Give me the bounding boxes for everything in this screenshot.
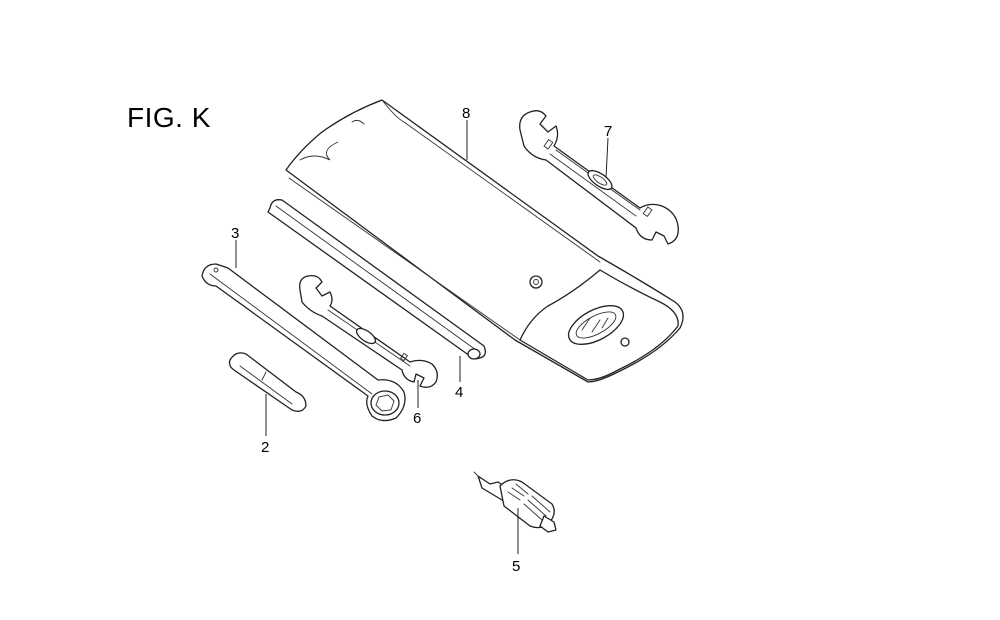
label-part-3: 3	[231, 225, 239, 242]
figure-title: FIG. K	[127, 102, 211, 133]
part-labels: 8 7 3 4 6 2 5	[231, 105, 612, 575]
tommy-bar	[267, 199, 486, 360]
screwdriver	[228, 352, 307, 412]
label-part-7: 7	[604, 123, 612, 140]
leader-lines	[235, 120, 609, 554]
tool-pouch	[285, 99, 684, 383]
label-part-6: 6	[413, 410, 421, 427]
spark-plug	[473, 471, 557, 533]
label-part-4: 4	[455, 384, 463, 401]
box-wrench	[201, 263, 406, 422]
label-part-5: 5	[512, 558, 520, 575]
leader-7	[605, 137, 609, 179]
label-part-2: 2	[261, 439, 269, 456]
double-wrench-large	[519, 110, 679, 245]
double-wrench-small	[299, 274, 438, 388]
label-part-8: 8	[462, 105, 470, 122]
